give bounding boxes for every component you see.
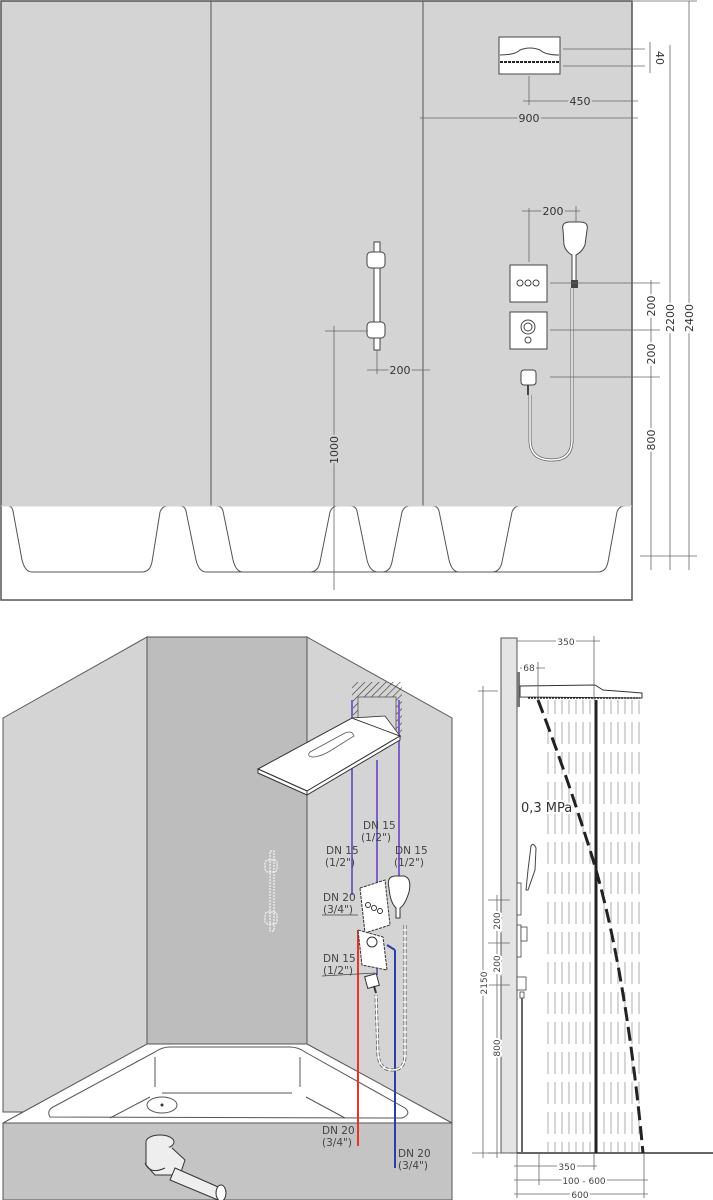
side-wall bbox=[500, 637, 518, 1154]
label-handshower-outlet-1: DN 15 bbox=[323, 953, 356, 965]
overhead-shower-iso bbox=[256, 715, 402, 796]
dim-overhead-half-width: 450 bbox=[570, 95, 591, 108]
label-mixer-inlet-1: DN 20 bbox=[323, 892, 356, 904]
pipe-labels: DN 15 (1/2") DN 15 (1/2") DN 15 (1/2") D… bbox=[322, 820, 431, 1172]
label-cold-supply-2: (3/4") bbox=[398, 1160, 428, 1172]
button-module-front bbox=[509, 264, 548, 303]
thermostat-module-iso bbox=[357, 929, 388, 971]
label-supply-left-2: (1/2") bbox=[325, 857, 355, 869]
overhead-shower-side bbox=[517, 672, 643, 707]
back-wall bbox=[146, 636, 308, 1045]
dim-base-height: 800 bbox=[645, 430, 658, 451]
side-dimension-lines bbox=[472, 636, 648, 1198]
wall-outlet-front bbox=[520, 369, 537, 395]
pipe-label-leaders bbox=[321, 914, 376, 977]
isometric-view: DN 15 (1/2") DN 15 (1/2") DN 15 (1/2") D… bbox=[2, 636, 453, 1200]
shower-rail-iso bbox=[264, 850, 278, 932]
shower-rail-front bbox=[366, 241, 386, 351]
dim-bottom-600: 600 bbox=[571, 1191, 588, 1200]
label-supply-left-1: DN 15 bbox=[326, 845, 359, 857]
wall bbox=[1, 1, 632, 506]
frame bbox=[0, 0, 633, 601]
hand-shower-front bbox=[528, 221, 588, 462]
front-elevation: 40 450 900 200 200 200 800 2200 2400 200… bbox=[0, 0, 698, 601]
dim-spacing-1: 200 bbox=[645, 296, 658, 317]
dim-side-spacing-1: 200 bbox=[493, 912, 503, 929]
label-hot-supply-2: (3/4") bbox=[322, 1137, 352, 1149]
dim-overall-height-2200: 2200 bbox=[664, 304, 677, 332]
drain-trap bbox=[144, 1134, 227, 1200]
label-supply-center-1: DN 15 bbox=[363, 820, 396, 832]
dim-bottom-range: 100 - 600 bbox=[562, 1177, 606, 1187]
label-hot-supply-1: DN 20 bbox=[322, 1125, 355, 1137]
front-dimension-lines bbox=[325, 0, 697, 590]
label-supply-center-2: (1/2") bbox=[361, 832, 391, 844]
tub-front bbox=[2, 1122, 453, 1200]
dim-overhead-width: 900 bbox=[519, 112, 540, 125]
thermostat-module-front bbox=[509, 311, 548, 350]
side-section: 0,3 MPa bbox=[472, 636, 713, 1200]
label-supply-right-1: DN 15 bbox=[395, 845, 428, 857]
dim-head-offset: 68 bbox=[523, 664, 535, 674]
pressure-jet-curve bbox=[536, 699, 645, 1154]
wall-outlet-iso bbox=[364, 973, 380, 994]
label-cold-supply-1: DN 20 bbox=[398, 1148, 431, 1160]
label-handshower-outlet-2: (1/2") bbox=[323, 965, 353, 977]
dim-thermostat-to-handshower: 200 bbox=[543, 205, 564, 218]
dim-side-base-height: 800 bbox=[493, 1039, 503, 1056]
dim-arm-length: 350 bbox=[557, 638, 574, 648]
overhead-shower-front bbox=[498, 36, 561, 75]
dim-total-height: 2150 bbox=[480, 971, 490, 994]
hand-shower-side bbox=[516, 843, 537, 1153]
label-supply-right-2: (1/2") bbox=[394, 857, 424, 869]
hand-shower-iso bbox=[374, 875, 411, 1072]
pressure-label: 0,3 MPa bbox=[521, 801, 572, 816]
button-module-iso bbox=[359, 879, 391, 934]
dim-overall-height-2400: 2400 bbox=[683, 304, 696, 332]
dim-overhead-height: 40 bbox=[653, 51, 666, 65]
front-dimension-labels: 40 450 900 200 200 200 800 2200 2400 200… bbox=[326, 51, 698, 466]
left-wall bbox=[2, 636, 148, 1113]
dim-spacing-2: 200 bbox=[645, 344, 658, 365]
side-dimension-labels: 350 68 2150 200 200 800 350 100 - 600 60… bbox=[478, 636, 608, 1200]
dim-rail-height: 1000 bbox=[328, 436, 341, 464]
dim-rail-offset: 200 bbox=[390, 364, 411, 377]
dim-side-spacing-2: 200 bbox=[493, 955, 503, 972]
label-mixer-inlet-2: (3/4") bbox=[323, 904, 353, 916]
dim-bottom-350: 350 bbox=[558, 1163, 575, 1173]
